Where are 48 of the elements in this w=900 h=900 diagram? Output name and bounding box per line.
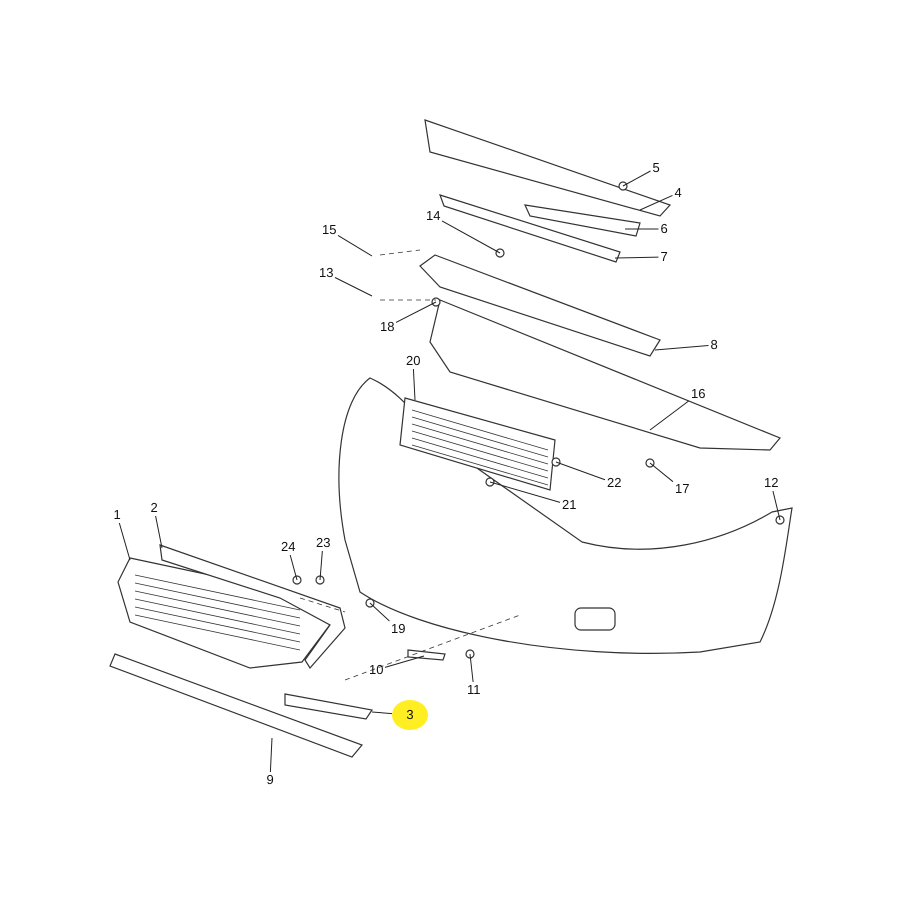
callout-number: 9	[264, 772, 276, 788]
callout-number: 1	[112, 507, 123, 523]
callout-number: 13	[317, 265, 336, 281]
leader-line	[370, 602, 390, 622]
callout-number: 18	[378, 319, 396, 335]
callout-number: 3	[392, 700, 428, 730]
leader-line	[270, 738, 272, 772]
leader-line	[442, 220, 500, 254]
leader-line	[650, 400, 690, 430]
leader-line	[334, 277, 372, 296]
leader-line	[155, 516, 162, 548]
leader-line	[772, 490, 780, 520]
leader-line	[614, 256, 659, 258]
callout-number: 5	[650, 160, 662, 176]
callout-number: 20	[404, 353, 422, 369]
callout-number: 6	[658, 221, 670, 237]
leader-line	[556, 462, 606, 480]
leader-line	[384, 656, 424, 668]
callout-number: 4	[672, 185, 684, 201]
leader-line	[624, 228, 659, 230]
callout-number: 21	[560, 497, 578, 513]
leader-line	[412, 368, 416, 400]
leader-line	[654, 344, 709, 350]
leader-line	[320, 550, 323, 580]
callout-number: 11	[465, 682, 482, 698]
leader-line	[372, 712, 392, 714]
leader-line	[622, 170, 651, 186]
callout-number: 12	[762, 475, 780, 491]
leader-line	[490, 482, 560, 503]
callout-number: 24	[279, 539, 298, 555]
leader-line	[338, 234, 372, 256]
leader-line	[640, 194, 673, 210]
callout-number: 14	[424, 208, 442, 224]
leader-line	[396, 302, 436, 323]
callout-number: 19	[389, 621, 408, 637]
callout-number: 23	[314, 535, 332, 551]
callout-number: 17	[673, 481, 692, 497]
callout-number: 7	[658, 249, 670, 265]
callout-number: 10	[367, 662, 386, 678]
leader-line	[470, 654, 474, 682]
callout-number: 22	[605, 475, 624, 491]
leader-line	[290, 554, 298, 580]
leader-line	[118, 522, 130, 560]
callout-number: 8	[708, 337, 720, 353]
callout-number: 2	[148, 500, 160, 516]
callout-number: 15	[320, 222, 338, 238]
callout-number: 16	[689, 386, 708, 402]
leader-line	[650, 462, 674, 482]
